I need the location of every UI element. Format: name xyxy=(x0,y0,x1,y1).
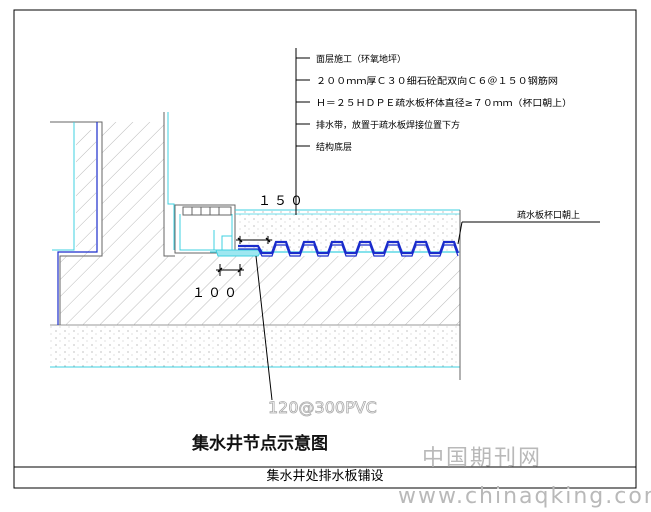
layer-label-1: 面层施工（环氧地坪） xyxy=(316,53,406,65)
watermark-url: www.chinaqking.com xyxy=(398,484,651,509)
drainage-strip xyxy=(215,249,263,257)
grate-cover xyxy=(182,206,232,216)
layer-label-5: 结构底层 xyxy=(316,141,352,153)
diagram-title: 集水井节点示意图 xyxy=(192,434,328,454)
gravel-layer xyxy=(50,325,460,367)
left-wall xyxy=(102,122,164,256)
layer-label-3: Ｈ＝２５ＨＤＰＥ疏水板杯体直径≥７０ｍｍ（杯口朝上） xyxy=(316,97,572,109)
pipe-note: 120@300PVC xyxy=(268,398,377,417)
figure-caption: 集水井处排水板铺设 xyxy=(266,469,384,484)
side-label: 疏水板杯口朝上 xyxy=(517,209,580,221)
layer-label-2: ２００ｍｍ厚Ｃ３０细石砼配双向Ｃ６＠１５０钢筋网 xyxy=(316,75,558,87)
outer-border xyxy=(13,9,637,489)
dim-top-label: １５０ xyxy=(258,194,306,209)
layer-label-4: 排水带，放置于疏水板焊接位置下方 xyxy=(316,119,460,131)
dim-bottom-label: １００ xyxy=(192,286,240,301)
watermark-cn: 中国期刊网 xyxy=(422,446,543,471)
hdpe-drainage-board xyxy=(238,240,460,255)
